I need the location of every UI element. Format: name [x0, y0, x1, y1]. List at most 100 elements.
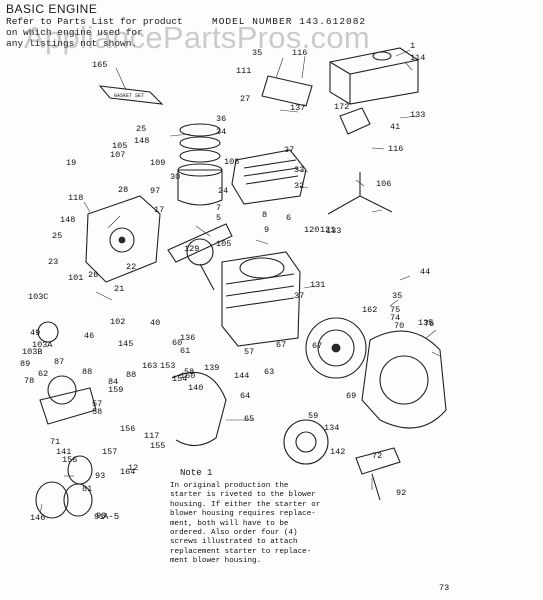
crankshaft: [167, 223, 233, 291]
page-code: A-5: [103, 512, 120, 522]
muffler: [35, 455, 93, 519]
callout-146: 146: [30, 513, 45, 523]
callout-69: 69: [346, 391, 356, 401]
callout-165: 165: [92, 60, 107, 70]
callout-116: 116: [388, 144, 403, 154]
callout-41: 41: [390, 122, 400, 132]
callout-134: 134: [324, 423, 339, 433]
callout-129: 129: [184, 244, 199, 254]
callout-81: 81: [82, 484, 92, 494]
callout-121: 121: [320, 225, 335, 235]
callout-108: 108: [224, 157, 239, 167]
callout-23: 23: [48, 257, 58, 267]
callout-107: 107: [110, 150, 125, 160]
callout-120: 120: [304, 225, 319, 235]
note-line: starter is riveted to the blower: [170, 491, 316, 500]
model-number: MODEL NUMBER 143.612082: [212, 16, 367, 27]
piston-rings: [179, 123, 221, 163]
callout-12: 12: [128, 463, 138, 473]
callout-58: 58: [92, 407, 102, 417]
callout-148: 148: [60, 215, 75, 225]
callout-160: 160: [180, 371, 195, 381]
callout-22: 22: [126, 262, 136, 272]
callout-25: 25: [136, 124, 146, 134]
callout-105: 105: [216, 239, 231, 249]
callout-140: 140: [188, 383, 203, 393]
callout-103A: 103A: [32, 340, 53, 350]
flywheel: [305, 317, 367, 379]
bracket-172: [339, 107, 371, 135]
callout-84: 84: [108, 377, 118, 387]
callout-27: 27: [240, 94, 250, 104]
air-shroud: [171, 371, 227, 447]
callout-111: 111: [236, 66, 251, 76]
callout-133: 133: [410, 110, 425, 120]
callout-148: 148: [134, 136, 149, 146]
callout-62: 62: [38, 369, 48, 379]
callout-92: 92: [396, 488, 406, 498]
ref-line-2: on which engine used for: [6, 27, 143, 38]
callout-58: 58: [184, 367, 194, 377]
callout-28: 28: [118, 185, 128, 195]
callout-155: 155: [150, 441, 165, 451]
callout-64: 64: [240, 391, 250, 401]
callout-49: 49: [30, 328, 40, 338]
crankcase-cover: [85, 195, 161, 283]
callout-75: 75: [390, 305, 400, 315]
callout-40: 40: [150, 318, 160, 328]
callout-33: 33: [294, 165, 304, 175]
blower-housing: [361, 330, 447, 429]
callout-63: 63: [264, 367, 274, 377]
ref-line-3: any listings not shown.: [6, 38, 138, 49]
callout-106: 106: [376, 179, 391, 189]
callout-142: 142: [330, 447, 345, 457]
callout-109: 109: [150, 158, 165, 168]
callout-139: 139: [204, 363, 219, 373]
callout-25: 25: [52, 231, 62, 241]
callout-59: 59: [308, 411, 318, 421]
governor-assembly: [37, 321, 97, 425]
callout-37: 37: [294, 291, 304, 301]
callout-88: 88: [126, 370, 136, 380]
callout-60: 60: [172, 338, 182, 348]
callout-17: 17: [154, 205, 164, 215]
note-line: ment blower housing.: [170, 557, 262, 566]
tank-bracket: [261, 75, 313, 107]
tank-support: [327, 172, 393, 215]
callout-46: 46: [84, 331, 94, 341]
callout-156: 156: [120, 424, 135, 434]
callout-57: 57: [244, 347, 254, 357]
callout-164: 164: [120, 467, 135, 477]
starter-pulley: [283, 419, 329, 465]
callout-78: 78: [24, 376, 34, 386]
ref-line-1: Refer to Parts List for product: [6, 16, 183, 27]
callout-37: 37: [284, 145, 294, 155]
cylinder-block: [221, 251, 301, 347]
callout-73: 73: [439, 583, 449, 593]
callout-162: 162: [362, 305, 377, 315]
callout-118: 118: [68, 193, 83, 203]
callout-57: 57: [92, 399, 102, 409]
callout-102: 102: [110, 317, 125, 327]
note-line: blower housing requires replace-: [170, 510, 316, 519]
diagram-title: BASIC ENGINE: [6, 2, 98, 16]
callout-135: 135: [418, 318, 433, 328]
callout-19: 19: [66, 158, 76, 168]
callout-1: 1: [410, 41, 415, 51]
note-line: replacement starter to replace-: [170, 547, 312, 556]
callout-9: 9: [264, 225, 269, 235]
callout-156: 156: [62, 455, 77, 465]
callout-35: 35: [252, 48, 262, 58]
callout-65: 65: [244, 414, 254, 424]
callout-93: 93: [95, 471, 105, 481]
callout-26: 26: [88, 270, 98, 280]
callout-141: 141: [56, 447, 71, 457]
fuel-tank: [329, 47, 419, 105]
callout-103B: 103B: [22, 347, 42, 357]
svg-text:GASKET SET: GASKET SET: [114, 93, 144, 99]
callout-157: 157: [102, 447, 117, 457]
callout-5: 5: [216, 213, 221, 223]
callout-163: 163: [142, 361, 157, 371]
